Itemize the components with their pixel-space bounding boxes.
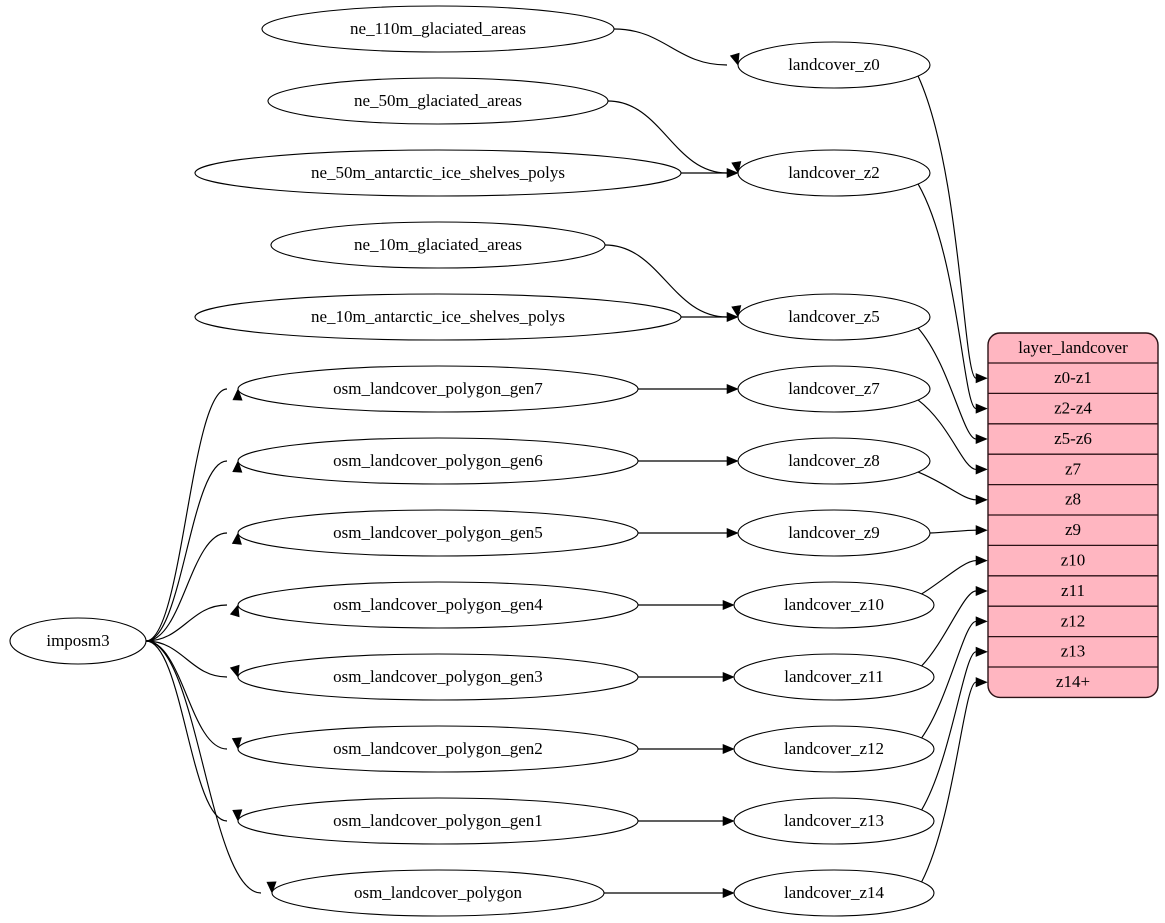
edge-arrowhead xyxy=(722,743,735,755)
node-ne_10m_antarctic_ice_shelves_polys[interactable] xyxy=(194,293,682,341)
node-osm_landcover_polygon_gen6[interactable] xyxy=(237,437,639,485)
node-osm_landcover_polygon_gen1[interactable] xyxy=(237,797,639,845)
table-row-z5-z6[interactable] xyxy=(988,424,1158,454)
node-ne_110m_glaciated_areas[interactable] xyxy=(261,5,615,53)
node-landcover_z2[interactable] xyxy=(737,149,931,197)
edge-arrowhead xyxy=(729,52,740,66)
node-landcover_z14[interactable] xyxy=(733,869,935,917)
edge-arrowhead xyxy=(229,604,240,618)
nodes-layer xyxy=(9,5,935,917)
table-row-z0-z1[interactable] xyxy=(988,363,1158,393)
edge-arrowhead xyxy=(231,737,242,750)
edge-arrowhead xyxy=(722,887,735,899)
node-landcover_z9[interactable] xyxy=(737,509,931,557)
table-row-z10[interactable] xyxy=(988,545,1158,575)
node-landcover_z13[interactable] xyxy=(733,797,935,845)
table-row-z2-z4[interactable] xyxy=(988,393,1158,423)
table-row-z13[interactable] xyxy=(988,637,1158,667)
node-landcover_z12[interactable] xyxy=(733,725,935,773)
edge-arrowhead xyxy=(232,460,243,473)
node-landcover_z5[interactable] xyxy=(737,293,931,341)
edge-landcover_z0-to-table-row xyxy=(917,75,977,379)
edge-imposm3-to-osm_landcover_polygon_gen5 xyxy=(145,532,228,642)
edges-layer xyxy=(145,28,988,899)
node-imposm3[interactable] xyxy=(9,617,147,665)
edge-arrowhead xyxy=(975,616,988,627)
layer-landcover-table[interactable] xyxy=(987,332,1159,699)
edge-imposm3-to-osm_landcover_polygon_gen4 xyxy=(145,604,228,642)
edge-ne_110m_glaciated_areas-to-landcover_z0 xyxy=(613,28,728,66)
table-row-z11[interactable] xyxy=(988,576,1158,606)
edge-landcover_z13-to-table-row xyxy=(921,651,977,811)
edge-arrowhead xyxy=(975,373,988,384)
edge-arrowhead xyxy=(231,532,242,545)
table-row-z9[interactable] xyxy=(988,515,1158,545)
edge-arrowhead xyxy=(266,881,277,894)
edge-arrowhead xyxy=(726,527,739,539)
edge-arrowhead xyxy=(975,525,988,536)
edge-landcover_z2-to-table-row xyxy=(917,183,977,410)
edge-imposm3-to-osm_landcover_polygon_gen1 xyxy=(145,640,228,822)
edge-landcover_z7-to-table-row xyxy=(917,399,977,470)
edge-arrowhead xyxy=(975,646,988,657)
node-osm_landcover_polygon_gen7[interactable] xyxy=(237,365,639,413)
edge-landcover_z8-to-table-row xyxy=(917,471,977,501)
node-osm_landcover_polygon_gen5[interactable] xyxy=(237,509,639,557)
node-landcover_z10[interactable] xyxy=(733,581,935,629)
node-landcover_z8[interactable] xyxy=(737,437,931,485)
edge-arrowhead xyxy=(232,388,243,401)
node-ne_50m_antarctic_ice_shelves_polys[interactable] xyxy=(194,149,682,197)
table-row-z7[interactable] xyxy=(988,454,1158,484)
edge-arrowhead xyxy=(975,433,988,445)
edge-ne_50m_glaciated_areas-to-landcover_z2 xyxy=(607,100,728,174)
edge-landcover_z14-to-table-row xyxy=(921,681,977,883)
edge-landcover_z9-to-table-row xyxy=(929,529,977,534)
table-row-z14+[interactable] xyxy=(988,667,1158,697)
edge-arrowhead xyxy=(232,809,243,822)
edge-landcover_z12-to-table-row xyxy=(921,620,977,739)
edge-imposm3-to-osm_landcover_polygon_gen3 xyxy=(145,640,228,678)
table-row-z12[interactable] xyxy=(988,606,1158,636)
node-ne_10m_glaciated_areas[interactable] xyxy=(270,221,606,269)
node-osm_landcover_polygon_gen4[interactable] xyxy=(237,581,639,629)
edge-arrowhead xyxy=(975,677,988,688)
node-ne_50m_glaciated_areas[interactable] xyxy=(267,77,609,125)
table-row-z8[interactable] xyxy=(988,485,1158,515)
edge-landcover_z5-to-table-row xyxy=(917,327,977,440)
edge-arrowhead xyxy=(722,599,735,611)
edge-imposm3-to-osm_landcover_polygon_gen7 xyxy=(145,388,228,642)
edge-landcover_z10-to-table-row xyxy=(921,560,977,595)
edge-imposm3-to-osm_landcover_polygon xyxy=(145,640,262,894)
edge-imposm3-to-osm_landcover_polygon_gen6 xyxy=(145,460,228,642)
edge-arrowhead xyxy=(722,671,735,683)
edge-landcover_z11-to-table-row xyxy=(921,590,977,667)
edge-arrowhead xyxy=(975,555,988,566)
edge-arrowhead xyxy=(229,664,240,678)
edge-arrowhead xyxy=(975,464,988,475)
edge-arrowhead xyxy=(726,383,739,395)
node-osm_landcover_polygon[interactable] xyxy=(271,869,605,917)
node-landcover_z11[interactable] xyxy=(733,653,935,701)
edge-arrowhead xyxy=(975,494,988,505)
node-osm_landcover_polygon_gen3[interactable] xyxy=(237,653,639,701)
edge-arrowhead xyxy=(726,167,739,179)
edge-ne_10m_glaciated_areas-to-landcover_z5 xyxy=(604,244,728,318)
node-landcover_z0[interactable] xyxy=(737,41,931,89)
edge-arrowhead xyxy=(975,403,988,414)
edge-arrowhead xyxy=(975,585,988,597)
node-landcover_z7[interactable] xyxy=(737,365,931,413)
edge-arrowhead xyxy=(722,815,735,827)
edge-arrowhead xyxy=(726,311,739,323)
edge-arrowhead xyxy=(726,455,739,467)
node-osm_landcover_polygon_gen2[interactable] xyxy=(237,725,639,773)
